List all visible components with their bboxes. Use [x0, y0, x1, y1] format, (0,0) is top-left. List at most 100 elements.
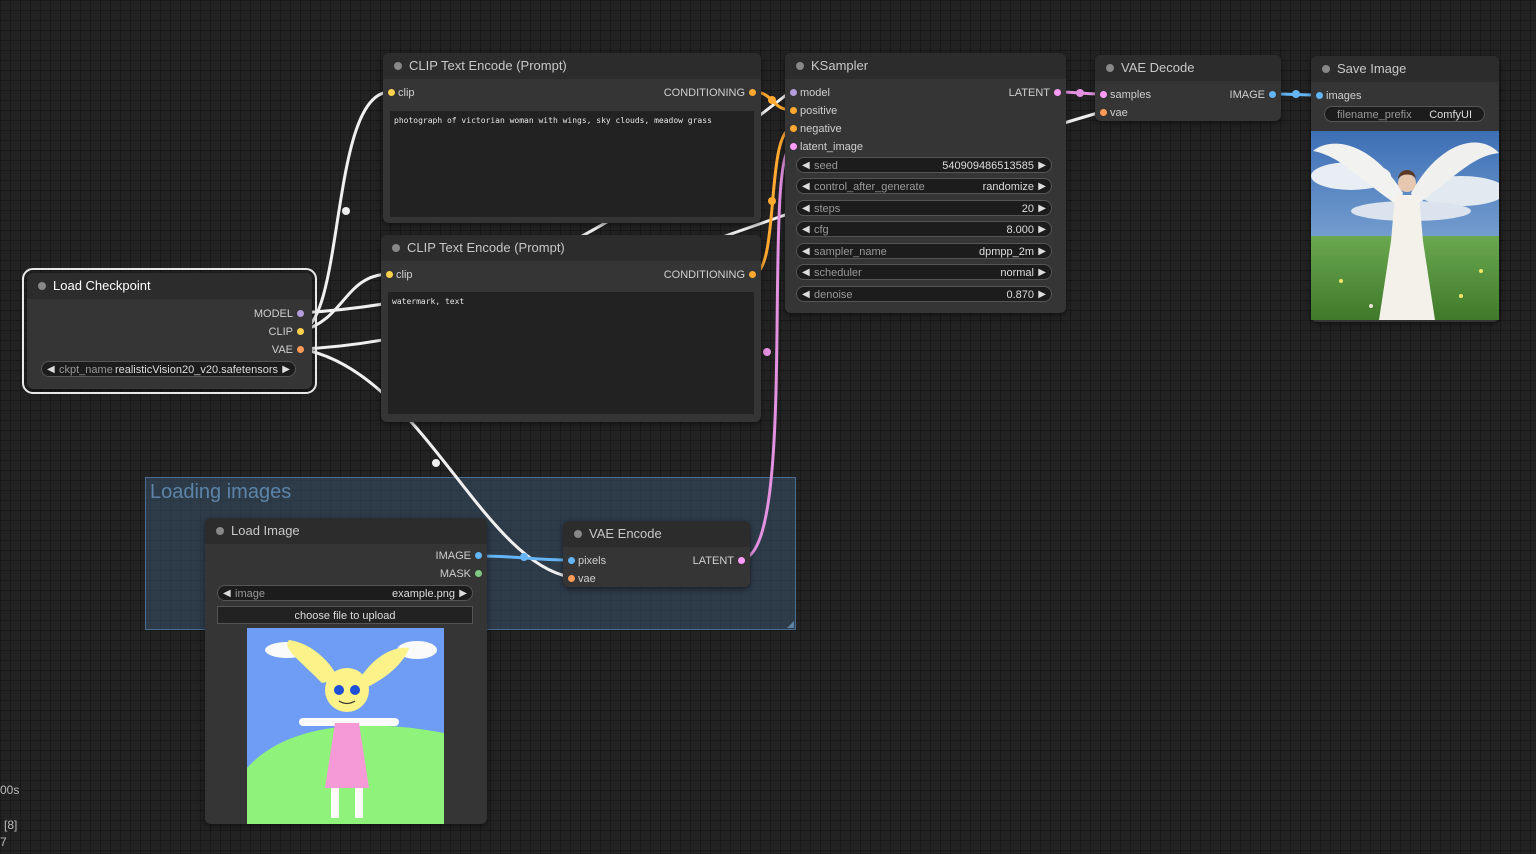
- node-ksampler[interactable]: KSampler model positive negative latent_…: [785, 53, 1066, 313]
- triangle-left-icon[interactable]: ◀: [47, 364, 55, 375]
- node-title[interactable]: KSampler: [785, 53, 1066, 79]
- triangle-right-icon[interactable]: ▶: [459, 588, 467, 599]
- output-image[interactable]: IMAGE: [436, 550, 482, 562]
- triangle-left-icon[interactable]: ◀: [802, 224, 810, 235]
- output-image[interactable]: IMAGE: [1230, 89, 1276, 101]
- output-clip[interactable]: CLIP: [269, 326, 304, 338]
- output-conditioning[interactable]: CONDITIONING: [664, 269, 756, 281]
- input-model[interactable]: model: [790, 87, 830, 99]
- triangle-left-icon[interactable]: ◀: [802, 267, 810, 278]
- node-vae-encode[interactable]: VAE Encode pixels vae LATENT: [563, 521, 750, 587]
- output-vae[interactable]: VAE: [272, 344, 304, 356]
- slot-dot-icon[interactable]: [568, 575, 575, 582]
- input-images[interactable]: images: [1316, 90, 1361, 102]
- collapse-dot-icon[interactable]: [796, 62, 804, 70]
- widget-ckpt-name[interactable]: ◀ ckpt_name realisticVision20_v20.safete…: [41, 361, 296, 377]
- triangle-right-icon[interactable]: ▶: [1038, 246, 1046, 257]
- node-load-checkpoint[interactable]: Load Checkpoint MODEL CLIP VAE ◀ ckpt_na…: [22, 268, 317, 394]
- triangle-left-icon[interactable]: ◀: [802, 181, 810, 192]
- triangle-right-icon[interactable]: ▶: [1038, 267, 1046, 278]
- input-latent-image[interactable]: latent_image: [790, 141, 863, 153]
- node-title[interactable]: CLIP Text Encode (Prompt): [381, 235, 761, 261]
- triangle-right-icon[interactable]: ▶: [1038, 160, 1046, 171]
- slot-dot-icon[interactable]: [388, 89, 395, 96]
- slot-dot-icon[interactable]: [1269, 91, 1276, 98]
- node-clip-text-encode-positive[interactable]: CLIP Text Encode (Prompt) clip CONDITION…: [383, 53, 761, 223]
- node-title[interactable]: Load Image: [205, 518, 487, 544]
- slot-dot-icon[interactable]: [297, 328, 304, 335]
- slot-dot-icon[interactable]: [790, 125, 797, 132]
- slot-dot-icon[interactable]: [738, 557, 745, 564]
- collapse-dot-icon[interactable]: [392, 244, 400, 252]
- triangle-left-icon[interactable]: ◀: [223, 588, 231, 599]
- prompt-textarea[interactable]: watermark, text: [388, 292, 754, 414]
- slot-dot-icon[interactable]: [568, 557, 575, 564]
- triangle-right-icon[interactable]: ▶: [1038, 289, 1046, 300]
- slot-dot-icon[interactable]: [1100, 91, 1107, 98]
- triangle-left-icon[interactable]: ◀: [802, 160, 810, 171]
- output-latent[interactable]: LATENT: [693, 555, 745, 567]
- output-image-preview[interactable]: [1311, 131, 1499, 320]
- slot-dot-icon[interactable]: [1054, 89, 1061, 96]
- slot-dot-icon[interactable]: [386, 271, 393, 278]
- node-vae-decode[interactable]: VAE Decode samples vae IMAGE: [1095, 55, 1281, 121]
- collapse-dot-icon[interactable]: [1106, 64, 1114, 72]
- triangle-left-icon[interactable]: ◀: [802, 289, 810, 300]
- prompt-textarea[interactable]: photograph of victorian woman with wings…: [390, 111, 754, 217]
- slot-dot-icon[interactable]: [475, 552, 482, 559]
- collapse-dot-icon[interactable]: [216, 527, 224, 535]
- triangle-right-icon[interactable]: ▶: [1038, 181, 1046, 192]
- slot-dot-icon[interactable]: [297, 346, 304, 353]
- triangle-left-icon[interactable]: ◀: [802, 203, 810, 214]
- node-title[interactable]: VAE Encode: [563, 521, 750, 547]
- output-model[interactable]: MODEL: [254, 308, 304, 320]
- input-negative[interactable]: negative: [790, 123, 842, 135]
- slot-dot-icon[interactable]: [749, 271, 756, 278]
- node-title[interactable]: VAE Decode: [1095, 55, 1281, 81]
- input-vae[interactable]: vae: [568, 573, 596, 585]
- slot-dot-icon[interactable]: [790, 143, 797, 150]
- triangle-right-icon[interactable]: ▶: [1038, 224, 1046, 235]
- slot-dot-icon[interactable]: [1100, 109, 1107, 116]
- slot-dot-icon[interactable]: [749, 89, 756, 96]
- input-samples[interactable]: samples: [1100, 89, 1151, 101]
- slot-dot-icon[interactable]: [1316, 92, 1323, 99]
- triangle-right-icon[interactable]: ▶: [282, 364, 290, 375]
- group-resize-handle[interactable]: [787, 621, 794, 628]
- slot-dot-icon[interactable]: [790, 89, 797, 96]
- collapse-dot-icon[interactable]: [1322, 65, 1330, 73]
- output-conditioning[interactable]: CONDITIONING: [664, 87, 756, 99]
- collapse-dot-icon[interactable]: [574, 530, 582, 538]
- input-positive[interactable]: positive: [790, 105, 837, 117]
- collapse-dot-icon[interactable]: [394, 62, 402, 70]
- input-clip[interactable]: clip: [386, 269, 413, 281]
- slot-dot-icon[interactable]: [475, 570, 482, 577]
- triangle-right-icon[interactable]: ▶: [1038, 203, 1046, 214]
- node-title[interactable]: Load Checkpoint: [27, 273, 312, 299]
- node-title[interactable]: CLIP Text Encode (Prompt): [383, 53, 761, 79]
- node-clip-text-encode-negative[interactable]: CLIP Text Encode (Prompt) clip CONDITION…: [381, 235, 761, 422]
- output-latent[interactable]: LATENT: [1009, 87, 1061, 99]
- collapse-dot-icon[interactable]: [38, 282, 46, 290]
- node-title[interactable]: Save Image: [1311, 56, 1499, 82]
- slot-dot-icon[interactable]: [790, 107, 797, 114]
- triangle-left-icon[interactable]: ◀: [802, 246, 810, 257]
- upload-button[interactable]: choose file to upload: [217, 606, 473, 624]
- input-image-preview[interactable]: [247, 628, 444, 824]
- output-mask[interactable]: MASK: [440, 568, 482, 580]
- group-title[interactable]: Loading images: [150, 481, 292, 503]
- slot-dot-icon[interactable]: [297, 310, 304, 317]
- input-clip[interactable]: clip: [388, 87, 415, 99]
- input-vae[interactable]: vae: [1100, 107, 1128, 119]
